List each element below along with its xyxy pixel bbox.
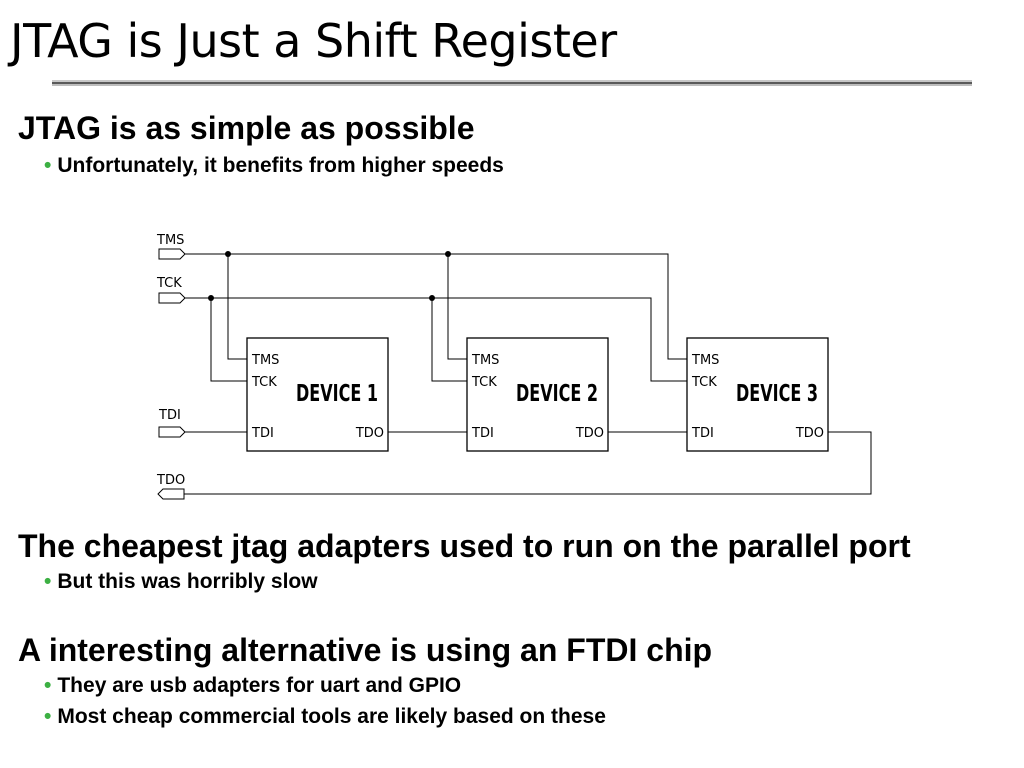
tck-bus-wire — [185, 297, 688, 382]
tdo-port-icon — [157, 488, 185, 500]
section-1-heading: JTAG is as simple as possible — [18, 110, 475, 146]
device-3-pin-tms: TMS — [691, 353, 719, 368]
bullet-dot-icon: • — [44, 705, 52, 728]
tms-port-label: TMS — [156, 233, 184, 248]
tms-drop-device-2 — [447, 254, 468, 360]
tdo-return-wire — [184, 431, 872, 495]
device-2-name: DEVICE 2 — [516, 381, 598, 407]
device-2-pin-tck: TCK — [471, 375, 497, 390]
tdo-port-label: TDO — [156, 473, 185, 488]
device-2-pin-tdi: TDI — [471, 426, 494, 441]
junction-dot — [225, 251, 231, 257]
section-3-bullet-1: •They are usb adapters for uart and GPIO — [44, 674, 462, 697]
device-2-box — [466, 337, 609, 452]
device-1: TMS TCK TDI TDO DEVICE 1 — [246, 337, 389, 452]
tms-drop-device-1 — [227, 254, 248, 360]
device-2-pin-tdo: TDO — [575, 426, 604, 441]
section-1-bullet-1: •Unfortunately, it benefits from higher … — [44, 154, 504, 177]
device-3: TMS TCK TDI TDO DEVICE 3 — [686, 337, 829, 452]
bullet-dot-icon: • — [44, 570, 52, 593]
device-3-pin-tck: TCK — [691, 375, 717, 390]
tck-port-label: TCK — [156, 276, 182, 291]
section-3-bullet-2: •Most cheap commercial tools are likely … — [44, 705, 606, 728]
section-2-bullet-1: •But this was horribly slow — [44, 570, 318, 593]
device-2-pin-tms: TMS — [471, 353, 499, 368]
tdi-port-icon — [158, 426, 186, 438]
external-ports: TMS TCK TDI TDO — [156, 233, 186, 500]
device-1-box — [246, 337, 389, 452]
device-1-pin-tck: TCK — [251, 375, 277, 390]
junction-dot — [445, 251, 451, 257]
device-3-box — [686, 337, 829, 452]
bullet-dot-icon: • — [44, 154, 52, 177]
wires — [184, 251, 872, 495]
device-2: TMS TCK TDI TDO DEVICE 2 — [466, 337, 609, 452]
device-3-pin-tdi: TDI — [691, 426, 714, 441]
junction-dot — [208, 295, 214, 301]
device-1-pin-tdo: TDO — [355, 426, 384, 441]
slide-title: JTAG is Just a Shift Register — [10, 14, 617, 68]
tck-port-icon — [158, 292, 186, 304]
tms-bus-wire — [185, 253, 688, 360]
device-3-name: DEVICE 3 — [736, 381, 818, 407]
junction-dot — [429, 295, 435, 301]
tdi-port-label: TDI — [158, 408, 181, 423]
tck-drop-device-1 — [210, 298, 248, 382]
title-underline — [52, 80, 972, 86]
bullet-dot-icon: • — [44, 674, 52, 697]
section-2-heading: The cheapest jtag adapters used to run o… — [18, 528, 911, 564]
device-1-pin-tms: TMS — [251, 353, 279, 368]
device-1-pin-tdi: TDI — [251, 426, 274, 441]
device-3-pin-tdo: TDO — [795, 426, 824, 441]
tck-drop-device-2 — [431, 298, 468, 382]
section-3-heading: A interesting alternative is using an FT… — [18, 632, 713, 668]
tms-port-icon — [158, 248, 186, 260]
device-1-name: DEVICE 1 — [296, 381, 378, 407]
